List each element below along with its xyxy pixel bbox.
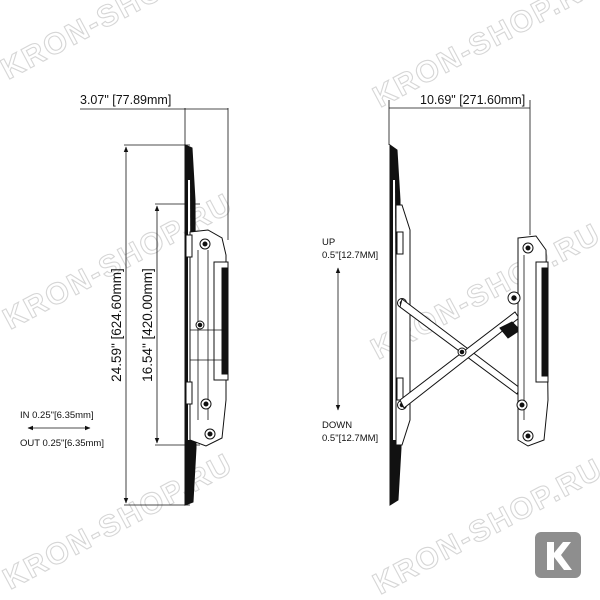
- extended-view: 10.69" [271.60mm] UP 0.5"[12.7MM] DOWN 0…: [322, 93, 549, 506]
- height-dimension: 24.59" [624.60mm]: [109, 144, 190, 506]
- down-value: 0.5"[12.7MM]: [322, 433, 378, 444]
- depth-label: 3.07" [77.89mm]: [80, 93, 171, 107]
- mount-height-label: 16.54" [420.00mm]: [140, 268, 155, 382]
- watermark-text: KRON-SHOP.RU: [0, 447, 239, 596]
- up-label: UP: [322, 237, 335, 248]
- up-value: 0.5"[12.7MM]: [322, 250, 378, 261]
- in-label: IN 0.25"[6.35mm]: [20, 410, 94, 421]
- kron-logo: [535, 532, 581, 578]
- wall-bracket: [395, 204, 411, 446]
- up-down-adjustment: UP 0.5"[12.7MM] DOWN 0.5"[12.7MM]: [322, 237, 378, 444]
- down-label: DOWN: [322, 420, 352, 431]
- extended-depth-dimension: 10.69" [271.60mm]: [388, 93, 531, 235]
- depth-dimension: 3.07" [77.89mm]: [80, 93, 229, 240]
- arm-bracket: [185, 229, 229, 447]
- extended-depth-label: 10.69" [271.60mm]: [420, 93, 525, 107]
- out-label: OUT 0.25"[6.35mm]: [20, 438, 104, 449]
- watermark-text: KRON-SHOP.RU: [0, 0, 237, 86]
- tv-bracket: [507, 235, 549, 447]
- side-view: 3.07" [77.89mm] 24.59" [624.60mm] 16.54"…: [20, 93, 229, 506]
- scissor-arms: [399, 298, 521, 409]
- in-out-adjustment: IN 0.25"[6.35mm] OUT 0.25"[6.35mm]: [20, 410, 104, 449]
- mount-height-dimension: 16.54" [420.00mm]: [140, 203, 200, 446]
- height-label: 24.59" [624.60mm]: [109, 268, 124, 382]
